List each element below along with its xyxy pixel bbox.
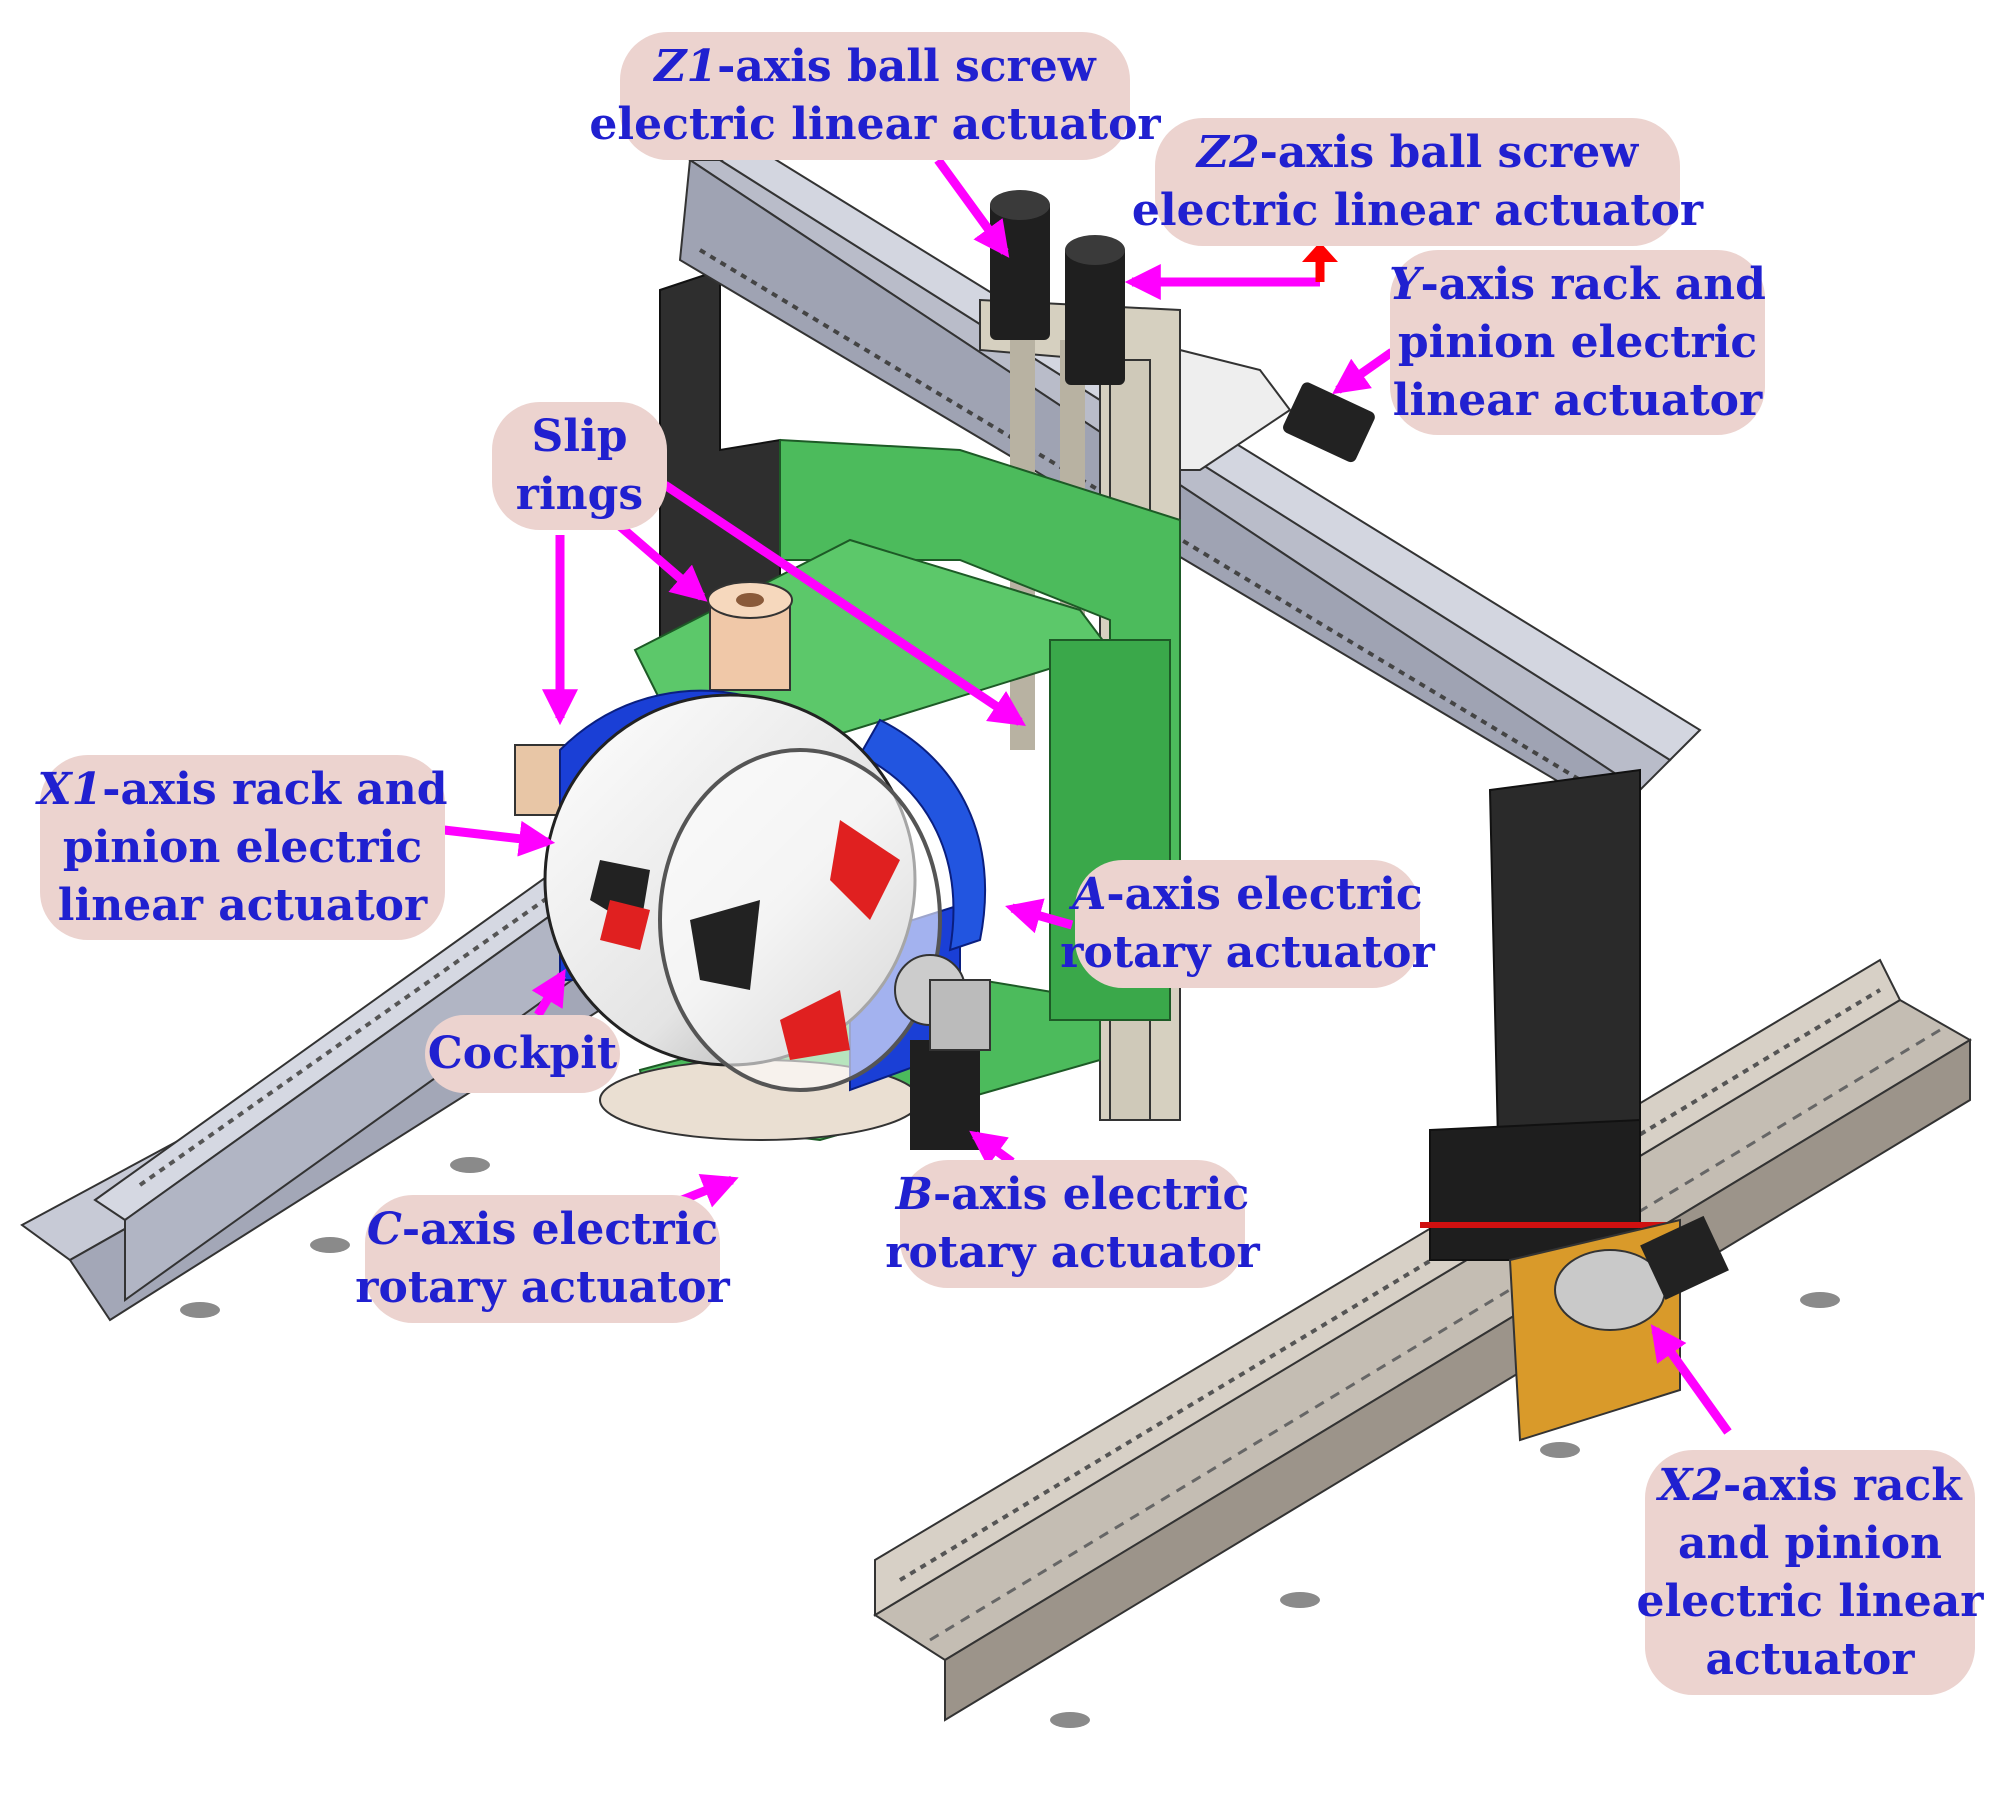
label-b-axis: B — [895, 1169, 933, 1220]
label-x1: X1-axis rack and pinion electric linear ac… — [37, 755, 448, 940]
y-carriage-plate — [1179, 348, 1292, 471]
y-motor — [1283, 382, 1375, 463]
arrow-c-icon — [680, 1173, 739, 1208]
label-x2-axis: X2 — [1658, 1459, 1723, 1511]
label-z2-axis: Z2 — [1196, 127, 1260, 178]
arrow-x1-icon — [443, 820, 556, 857]
label-a-line-1: rotary actuator — [1060, 927, 1435, 978]
pointer-arrows — [443, 157, 1732, 1435]
label-c-line-0: -axis electric — [401, 1204, 719, 1255]
rail-feet — [180, 1157, 1840, 1728]
label-c-line-1: rotary actuator — [355, 1262, 730, 1313]
arrow-a-icon — [1005, 898, 1074, 934]
label-z1-line-0: -axis ball screw — [717, 41, 1096, 92]
arrow-slip-2-icon — [662, 481, 1026, 726]
label-cockpit-line-0: Cockpit — [427, 1028, 618, 1079]
label-y-line-0: -axis rack and — [1420, 258, 1766, 310]
label-x2-line-1: and pinion — [1677, 1517, 1943, 1569]
label-x1-line-1: pinion electric — [62, 821, 423, 873]
label-z2: Z2-axis ball screw electric linear actuat… — [1132, 118, 1703, 246]
label-x1-line-2: linear actuator — [57, 879, 428, 931]
label-x1-line-0: -axis rack and — [102, 763, 448, 815]
arrow-y-icon — [1332, 348, 1395, 395]
arrow-x2-icon — [1650, 1324, 1732, 1435]
label-a: A-axis electric rotary actuator — [1060, 860, 1435, 988]
label-z2-line-0: -axis ball screw — [1259, 127, 1639, 178]
label-x2-line-0: -axis rack — [1722, 1459, 1962, 1511]
arrow-z1-icon — [934, 157, 1010, 258]
z1-motor — [990, 190, 1050, 340]
arrow-b-icon — [969, 1130, 1015, 1167]
label-slip-line-0: Slip — [531, 411, 628, 462]
slip-ring-upper — [707, 581, 793, 691]
label-y-axis: Y — [1389, 258, 1421, 310]
label-x1-axis: X1 — [37, 763, 103, 815]
label-z1-axis: Z1 — [654, 41, 718, 92]
label-y: Y-axis rack and pinion electric linear act… — [1389, 250, 1766, 435]
label-slip-line-1: rings — [515, 469, 644, 520]
label-b: B-axis electric rotary actuator — [885, 1160, 1260, 1288]
cockpit-sphere — [543, 693, 966, 1092]
arrow-cockpit-icon — [531, 968, 566, 1018]
label-c-axis: C — [366, 1204, 402, 1255]
label-y-line-2: linear actuator — [1392, 374, 1763, 426]
b-actuator — [910, 1040, 980, 1150]
label-c: C-axis electric rotary actuator — [355, 1195, 730, 1323]
label-b-line-0: -axis electric — [932, 1169, 1250, 1220]
label-x2-line-3: actuator — [1705, 1633, 1915, 1685]
z2-motor — [1065, 235, 1125, 385]
label-z1: Z1-axis ball screw electric linear actuat… — [589, 32, 1161, 160]
label-z1-line-1: electric linear actuator — [589, 99, 1161, 150]
label-b-line-1: rotary actuator — [885, 1227, 1260, 1278]
x2-rail — [873, 958, 1972, 1722]
label-slip-rings: Slip rings — [492, 402, 667, 530]
label-z2-line-1: electric linear actuator — [1131, 185, 1704, 236]
label-x2: X2-axis rack and pinion electric linear act… — [1637, 1450, 1983, 1695]
label-x2-line-2: electric linear — [1636, 1575, 1984, 1627]
label-y-line-1: pinion electric — [1397, 316, 1758, 368]
label-a-line-0: -axis electric — [1106, 869, 1423, 920]
label-cockpit: Cockpit — [425, 1015, 620, 1093]
arrow-z2-red-head-icon — [1302, 242, 1338, 262]
label-a-axis: A — [1072, 869, 1107, 920]
arrow-slip-1-icon — [612, 518, 708, 602]
